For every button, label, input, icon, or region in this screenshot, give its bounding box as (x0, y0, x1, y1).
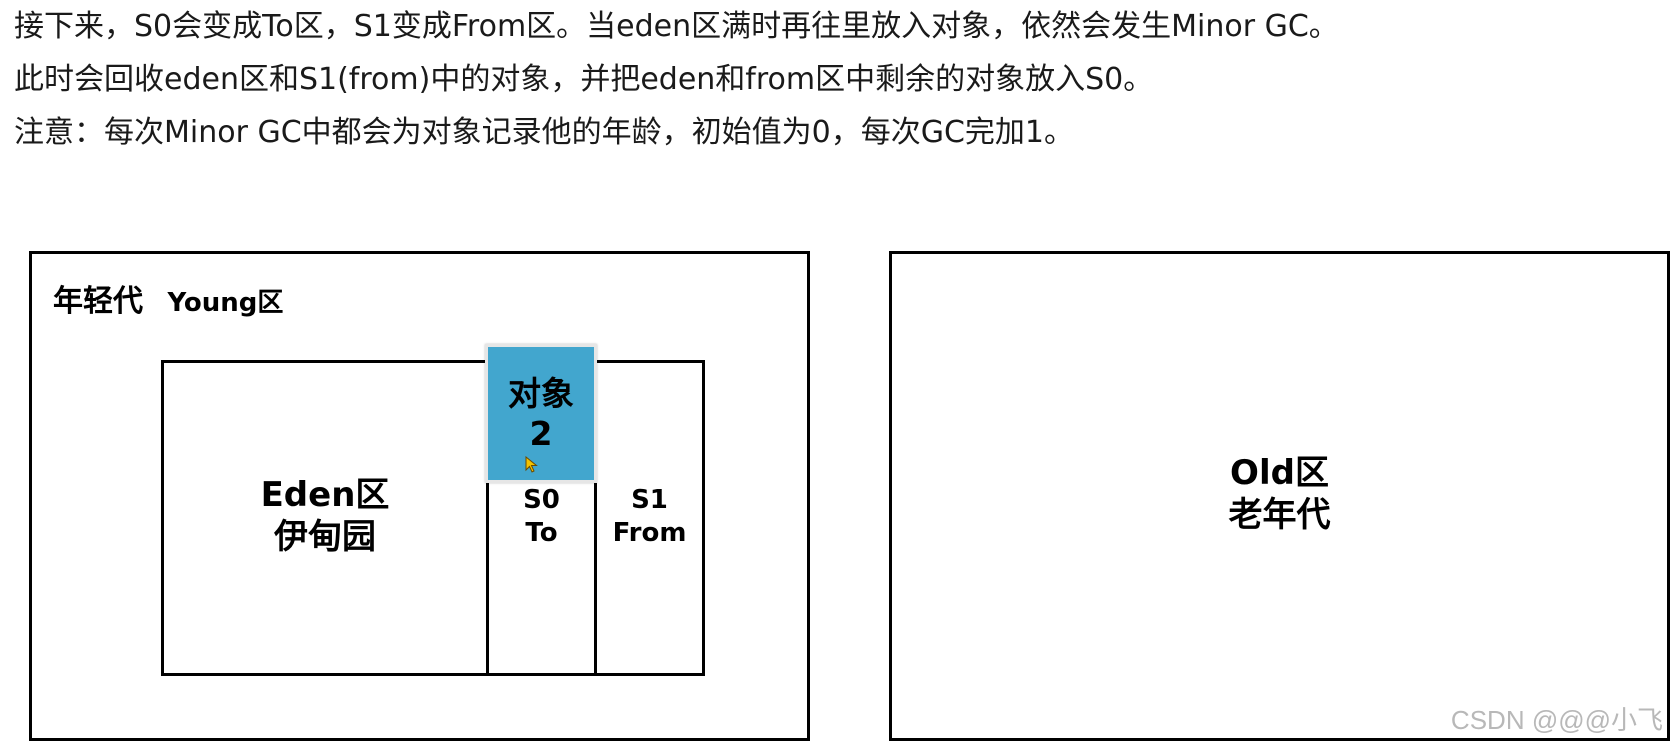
old-gen-label-line2: 老年代 (1228, 495, 1331, 535)
eden-label: Eden区 伊甸园 (161, 474, 489, 558)
old-gen-box (889, 251, 1670, 741)
s0-label: S0 To (486, 484, 597, 550)
s0-label-line1: S0 (523, 485, 560, 515)
description-line-1: 接下来，S0会变成To区，S1变成From区。当eden区满时再往里放入对象，依… (14, 9, 1339, 44)
object-card-line2: 2 (529, 413, 553, 453)
s1-box (594, 360, 705, 676)
eden-label-line2: 伊甸园 (274, 517, 376, 557)
s1-label: S1 From (594, 484, 705, 550)
s1-label-line2: From (612, 518, 687, 548)
eden-box (161, 360, 489, 676)
young-gen-title: 年轻代 Young区 (53, 276, 283, 320)
eden-label-line1: Eden区 (260, 475, 390, 515)
young-gen-title-en: Young区 (167, 288, 284, 318)
old-gen-label-line1: Old区 (1230, 453, 1329, 493)
mouse-pointer-icon (525, 456, 538, 473)
description-line-3: 注意：每次Minor GC中都会为对象记录他的年龄，初始值为0，每次GC完加1。 (14, 115, 1075, 150)
object-card-line1: 对象 (508, 373, 574, 413)
young-gen-title-cn: 年轻代 (53, 284, 143, 319)
object-2-card[interactable]: 对象 2 (485, 344, 597, 483)
s1-label-line1: S1 (631, 485, 668, 515)
watermark: CSDN @@@小飞 (1450, 705, 1663, 735)
s0-label-line2: To (525, 518, 558, 548)
old-gen-label: Old区 老年代 (889, 452, 1670, 536)
description-line-2: 此时会回收eden区和S1(from)中的对象，并把eden和from区中剩余的… (14, 62, 1154, 97)
